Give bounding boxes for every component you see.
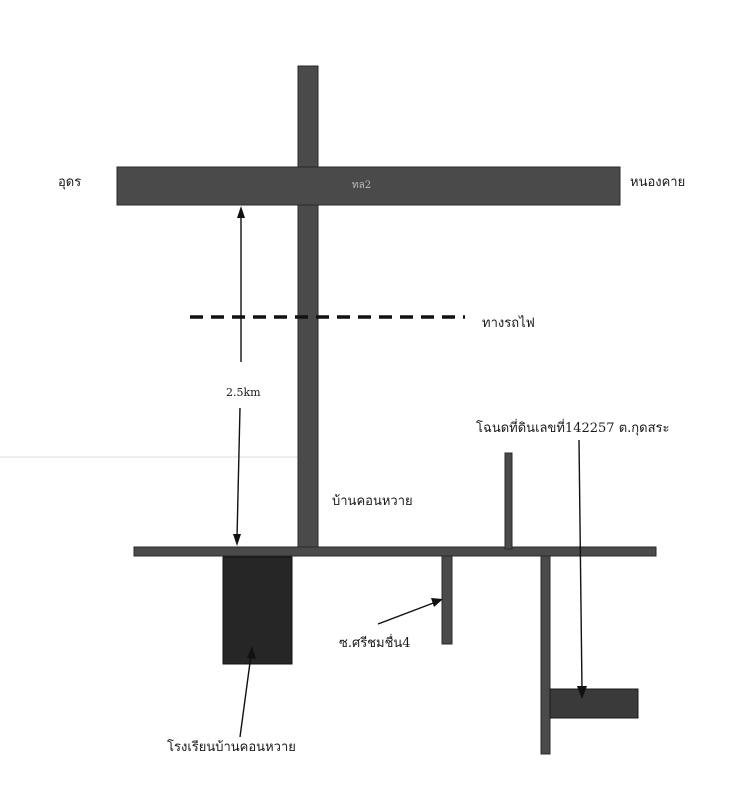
- plot-access-road: [540, 555, 551, 755]
- local-road-horizontal: [133, 546, 657, 557]
- school-pointer-arrow: [239, 646, 256, 738]
- spur-road-north: [504, 452, 513, 550]
- soi-label: ซ.ศรีชมชื่น4: [339, 636, 411, 651]
- west-destination-label: อุดร: [58, 175, 82, 190]
- distance-label: 2.5km: [226, 386, 261, 399]
- soi-pointer-arrow: [377, 598, 443, 625]
- main-road-vertical: [297, 65, 319, 549]
- land-plot-block: [549, 688, 639, 719]
- plot-pointer-arrow: [577, 439, 587, 699]
- railway-label: ทางรถไฟ: [482, 316, 535, 331]
- distance-arrow: [233, 206, 245, 546]
- school-label: โรงเรียนบ้านคอนหวาย: [167, 740, 296, 755]
- highway-2-band: [116, 166, 621, 206]
- highway-name-label: ทล2: [352, 180, 372, 191]
- soi-sri-chom-chuen-4: [441, 555, 453, 645]
- school-block: [222, 556, 293, 665]
- land-plot-label: โฉนดที่ดินเลขที่142257 ต.กุดสระ: [476, 421, 670, 436]
- east-destination-label: หนองคาย: [630, 175, 686, 190]
- village-label: บ้านคอนหวาย: [332, 494, 413, 509]
